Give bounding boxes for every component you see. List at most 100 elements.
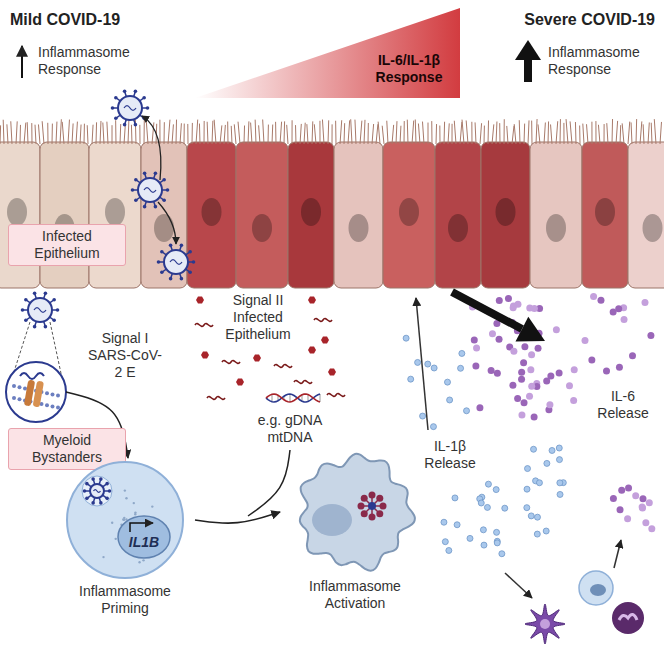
virus-spike-tip — [166, 188, 170, 192]
cilium — [11, 121, 12, 144]
virus-rna — [170, 260, 182, 265]
il6-molecule — [509, 382, 516, 389]
virus-spike-tip — [33, 325, 37, 329]
il1b-molecule — [480, 527, 486, 533]
il6-molecule — [496, 336, 503, 343]
il1b-molecule — [408, 376, 414, 382]
il1b-molecule — [484, 504, 490, 510]
il1b-molecule — [524, 486, 530, 492]
inflammasome-core — [368, 502, 376, 510]
node-label: Inflammasome Activation — [280, 578, 430, 612]
membrane-lipid — [56, 394, 60, 398]
il6-molecule — [526, 393, 533, 400]
cell-nucleus — [312, 504, 352, 536]
cilium — [640, 121, 642, 144]
cilium — [244, 126, 246, 144]
il1b-molecule — [454, 522, 460, 528]
virus-rna — [34, 308, 46, 313]
response-label: Inflammasome Response — [548, 44, 658, 78]
il1b-molecule — [442, 539, 448, 545]
virus-spike-tip — [114, 96, 118, 100]
virus-spike-tip — [24, 318, 28, 322]
cilium — [7, 124, 8, 144]
cilium — [348, 120, 350, 144]
virus-spike-tip — [146, 106, 150, 110]
infection-arrow — [158, 202, 176, 244]
cilium — [560, 119, 561, 144]
immune-cells — [525, 571, 644, 644]
il1b-molecule — [502, 505, 508, 511]
cell-body — [67, 462, 183, 578]
cilium — [643, 124, 645, 144]
cilium — [654, 119, 656, 144]
il6-molecule — [518, 369, 525, 376]
cytoplasm-speck — [115, 538, 117, 540]
activated-cell: Inflammasome Activation — [280, 450, 430, 633]
il6-molecule — [520, 359, 527, 366]
il6-molecule — [543, 378, 550, 385]
il6-molecule — [648, 525, 655, 532]
il6-molecule — [518, 376, 525, 383]
cilium — [76, 122, 77, 144]
cilium — [263, 120, 264, 144]
virus-envelope — [164, 250, 188, 274]
cilium — [42, 121, 44, 144]
dna-strand — [222, 361, 240, 364]
virus-envelope — [118, 96, 142, 120]
cell-nucleus — [546, 214, 566, 242]
cilium — [204, 121, 205, 144]
cilium — [56, 122, 58, 144]
epithelial-cell — [481, 142, 530, 288]
il6-molecule — [510, 348, 517, 355]
virus-spike-tip — [180, 244, 184, 248]
virus-spike-tip — [154, 205, 158, 209]
virus-spike-tip — [123, 90, 127, 94]
cilium — [551, 124, 552, 144]
monocyte — [579, 571, 613, 605]
cell-nucleus — [399, 198, 419, 226]
membrane-lipid — [45, 391, 49, 395]
cilium — [660, 122, 661, 144]
cilium — [103, 123, 104, 144]
dna-strand — [294, 381, 312, 384]
il6-molecule — [603, 367, 610, 374]
il1b-molecule — [452, 495, 458, 501]
il6-molecule — [531, 305, 538, 312]
dna-strand — [207, 397, 225, 400]
cilium — [300, 124, 301, 144]
release-arrow — [614, 540, 621, 568]
cilium — [404, 121, 405, 144]
cilium — [439, 126, 440, 144]
cilium — [314, 124, 316, 144]
il6-molecule — [510, 304, 517, 311]
virus-spike-tip — [162, 198, 166, 202]
il1b-molecule — [549, 447, 555, 453]
membrane-lipid — [18, 397, 22, 401]
nucleus: IL1B — [117, 515, 171, 559]
epithelial-cell — [187, 142, 236, 288]
cilium — [436, 124, 438, 144]
box-label: Myeloid Bystanders — [17, 432, 117, 466]
epithelial-cell — [89, 142, 141, 288]
il6-molecule — [528, 383, 535, 390]
cilium — [84, 124, 85, 144]
inflammasome-subunit — [361, 510, 368, 517]
virus-spike-tip — [134, 198, 138, 202]
il1b-molecule — [403, 335, 409, 341]
il1b-molecule — [464, 408, 470, 414]
dna-helix — [266, 394, 320, 402]
cytoplasm-speck — [111, 522, 113, 524]
il1b-molecule — [420, 413, 426, 419]
il1b-molecule — [425, 361, 431, 367]
dendritic-cell — [525, 604, 565, 644]
cilium — [631, 122, 633, 144]
cilium — [407, 120, 409, 144]
cilium — [378, 122, 380, 144]
epithelial-cell — [236, 142, 288, 288]
il6-molecule — [472, 362, 479, 369]
cilium — [72, 123, 73, 144]
cilium — [387, 121, 388, 144]
virus-envelope — [138, 178, 162, 202]
virus-particle — [131, 172, 170, 209]
cilium — [3, 120, 5, 144]
